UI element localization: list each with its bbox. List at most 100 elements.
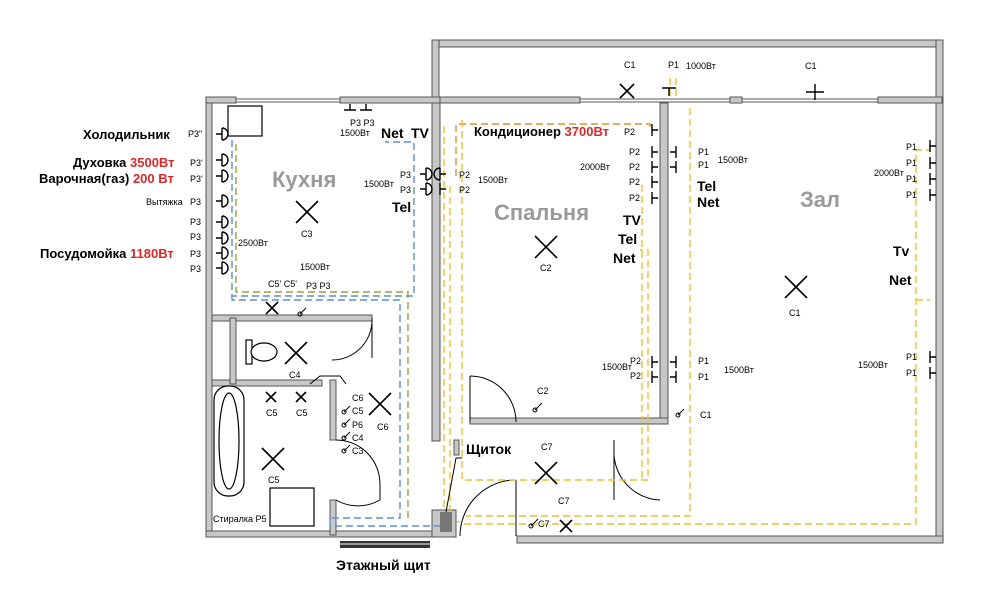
- c3-sw-label: C3: [352, 446, 364, 456]
- c5-label-b: C5: [296, 408, 308, 418]
- fridge-code: P3": [188, 129, 202, 139]
- power-1500-hall2: 1500Вт: [724, 365, 754, 375]
- c3-label: C3: [301, 229, 313, 239]
- p1-top: P1: [668, 60, 679, 70]
- net-top-label: Net: [381, 125, 404, 141]
- apartment-panel-symbol: [440, 512, 452, 532]
- net-bedroom-label: Net: [613, 250, 636, 266]
- tv-bedroom-label: TV: [623, 212, 642, 228]
- light-bedroom-icon: [534, 235, 558, 259]
- room-hall-label: Зал: [800, 187, 840, 212]
- code-p3-kr2: P3: [400, 185, 411, 195]
- c5-bath-label: C5: [268, 475, 280, 485]
- oven-code: P3': [190, 158, 203, 168]
- net-hall-label: Net: [697, 194, 720, 210]
- code-p3-b: P3: [190, 232, 201, 242]
- sockets: [216, 84, 936, 383]
- code-p2-r6: P2: [630, 371, 641, 381]
- power-1000: 1000Вт: [686, 61, 716, 71]
- power-1500-bl: 1500Вт: [478, 175, 508, 185]
- c7-label-b: C7: [558, 496, 570, 506]
- power-1500-kr: 1500Вт: [364, 179, 394, 189]
- code-p1-r5: P1: [906, 352, 917, 362]
- code-p2-b1: P2: [459, 170, 470, 180]
- p3-pair-lower: P3 P3: [306, 281, 331, 291]
- power-1500-hall3: 1500Вт: [858, 360, 888, 370]
- power-2000-bed: 2000Вт: [580, 162, 610, 172]
- fridge-label: Холодильник: [83, 127, 170, 142]
- code-p1-r4: P1: [906, 190, 917, 200]
- hood-label: Вытяжка: [146, 197, 183, 207]
- code-p1-l4: P1: [698, 372, 709, 382]
- hob-code: P3': [190, 174, 203, 184]
- washer-label: Стиралка P5: [213, 514, 267, 524]
- c1-top-left: C1: [624, 60, 636, 70]
- code-p1-r2: P1: [906, 158, 917, 168]
- code-p3-c: P3: [190, 249, 201, 259]
- ceiling-lights: [261, 83, 808, 533]
- c7-label-c: C7: [538, 519, 550, 529]
- code-p1-r1: P1: [906, 142, 917, 152]
- c5-prime-label: C5' C5': [268, 279, 297, 289]
- code-p2-b2: P2: [459, 185, 470, 195]
- power-2500: 2500Вт: [238, 238, 268, 248]
- light-corridor-icon: [368, 392, 392, 416]
- floor-panel-symbol: [336, 541, 432, 548]
- light-small-icon: [265, 83, 635, 533]
- code-p3-a: P3: [190, 217, 201, 227]
- fixtures: [213, 105, 315, 527]
- c6-label: C6: [377, 422, 389, 432]
- p6-sw-label: P6: [352, 420, 363, 430]
- walls: [205, 39, 944, 544]
- hob-power: 200 Вт: [133, 171, 174, 186]
- tel-kitchen-label: Tel: [392, 199, 411, 215]
- c6-sw-label: C6: [352, 393, 364, 403]
- power-1500-kitchen: 1500Вт: [300, 262, 330, 272]
- p3-pair-top: P3 P3: [350, 118, 375, 128]
- power-1500-top: 1500Вт: [340, 128, 370, 138]
- room-kitchen-label: Кухня: [272, 167, 336, 192]
- aircon-label: Кондиционер 3700Вт: [474, 124, 609, 139]
- code-p2-r1: P2: [629, 147, 640, 157]
- power-1500-hall: 1500Вт: [718, 155, 748, 165]
- switches: [297, 307, 685, 529]
- tv-top-label: TV: [411, 125, 430, 141]
- c2-label: C2: [540, 263, 552, 273]
- code-p2-r4: P2: [629, 193, 640, 203]
- c7-label-a: C7: [541, 442, 553, 452]
- power-1500-bed2: 1500Вт: [602, 362, 632, 372]
- light-hall-icon: [784, 275, 808, 299]
- code-p2-r2: P2: [629, 162, 640, 172]
- c5-label-a: C5: [266, 408, 278, 418]
- oven-power: 3500Вт: [130, 155, 175, 170]
- room-bedroom-label: Спальня: [494, 200, 589, 225]
- c2-switch-label: C2: [537, 386, 549, 396]
- panel-label: Щиток: [466, 441, 512, 457]
- tel-bedroom-label: Tel: [618, 231, 637, 247]
- code-p3-d: P3: [190, 264, 201, 274]
- c1-hall-label: C1: [789, 308, 801, 318]
- hood-code: P3: [190, 197, 201, 207]
- panel-leader: [445, 457, 462, 513]
- aircon-power: 3700Вт: [565, 124, 610, 139]
- light-kitchen-icon: [295, 200, 319, 224]
- c1-switch-label: C1: [700, 410, 712, 420]
- net-hall2-label: Net: [889, 272, 912, 288]
- tel-hall-label: Tel: [697, 178, 716, 194]
- light-entrance-icon: [534, 461, 558, 485]
- hob-label: Варочная(газ) 200 Вт: [39, 171, 174, 186]
- code-p2-r3: P2: [629, 177, 640, 187]
- cable-routes: [231, 78, 930, 527]
- dishwasher-label: Посудомойка 1180Вт: [40, 246, 174, 261]
- power-2000-hall: 2000Вт: [874, 168, 904, 178]
- doors: [309, 317, 661, 537]
- c5-sw-label: C5: [352, 406, 364, 416]
- code-p1-l3: P1: [698, 356, 709, 366]
- code-p1-r6: P1: [906, 368, 917, 378]
- c4-sw-label: C4: [352, 433, 364, 443]
- c1-top-right: C1: [805, 61, 817, 71]
- tv-hall-label: Tv: [893, 243, 910, 259]
- aircon-code: P2: [624, 127, 635, 137]
- light-bath-icon: [261, 447, 285, 471]
